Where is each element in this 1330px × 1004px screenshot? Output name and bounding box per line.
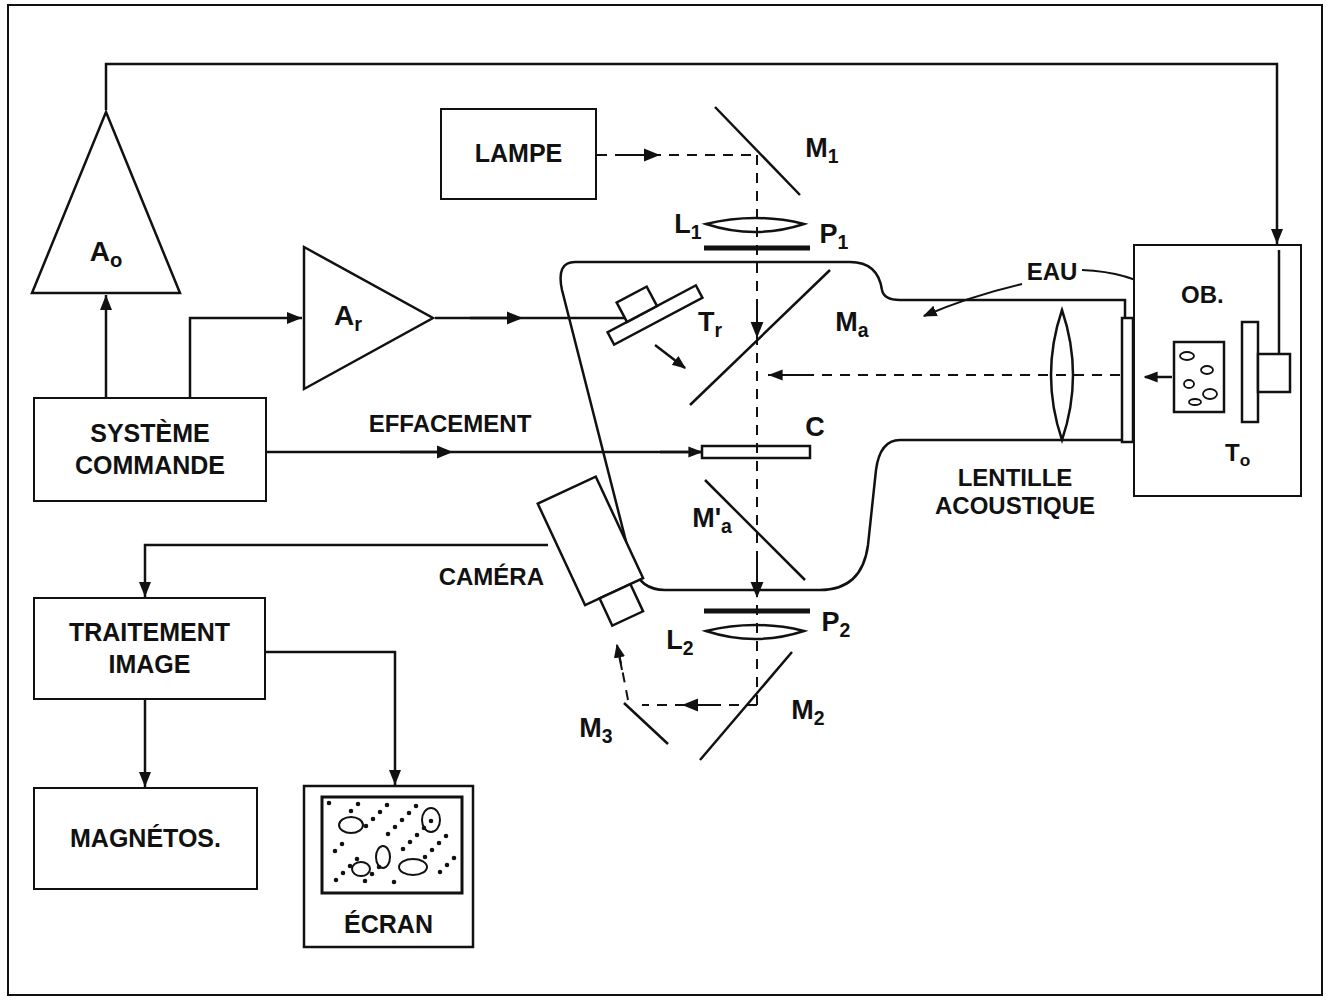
- recorder-box: MAGNÉTOS.: [33, 787, 258, 890]
- part-label: C: [805, 412, 825, 443]
- node-label: TRAITEMENT IMAGE: [35, 617, 264, 680]
- processing-box: TRAITEMENT IMAGE: [33, 597, 266, 700]
- screen-box: ÉCRAN: [303, 785, 474, 948]
- part-label: M1: [805, 133, 838, 167]
- water-tank: [561, 262, 1125, 590]
- node-label: MAGNÉTOS.: [60, 823, 231, 854]
- part-label: Tr: [698, 307, 722, 341]
- node-label: OB.: [1181, 280, 1224, 310]
- part-label: M2: [791, 695, 824, 729]
- mirror: [624, 703, 668, 744]
- caption-label: EFFACEMENT: [369, 410, 532, 438]
- lens: [706, 625, 804, 639]
- part-label: M3: [579, 713, 612, 747]
- arrow: [470, 317, 515, 320]
- amplifier-triangle: Ar: [302, 245, 435, 391]
- arrow: [756, 300, 758, 330]
- lens: [706, 218, 804, 232]
- mirror: [705, 480, 805, 580]
- caption-label: LENTILLE ACOUSTIQUE: [910, 464, 1120, 519]
- node-label: CAMÉRA: [439, 562, 544, 592]
- node-label: Ao: [90, 234, 123, 273]
- wire: [263, 451, 701, 454]
- part-label: P1: [820, 219, 849, 253]
- acoustic-beam: [765, 374, 1120, 376]
- mirror: [690, 270, 830, 405]
- arrow: [770, 374, 810, 376]
- arrow: [756, 560, 758, 590]
- signal-connector: [190, 318, 302, 397]
- signal-connector: [105, 295, 108, 397]
- wire: [435, 317, 625, 320]
- node-label: LAMPE: [465, 138, 573, 169]
- part-label: L2: [666, 625, 693, 659]
- light-beam: [642, 704, 757, 706]
- leader-arrow: [924, 284, 1022, 316]
- lamp-box: LAMPE: [440, 108, 597, 200]
- arrow: [655, 345, 685, 368]
- tank-window: [1122, 318, 1133, 442]
- amplifier-triangle: Ao: [30, 110, 182, 295]
- part-label: Ma: [835, 307, 868, 341]
- part-label: M'a: [692, 503, 732, 537]
- signal-connector: [144, 700, 147, 787]
- transducer: [597, 266, 702, 345]
- shape-outline: [520, 470, 650, 640]
- light-beam: [597, 154, 757, 156]
- caption-label: EAU: [1027, 258, 1078, 286]
- frame: [8, 5, 1322, 995]
- camera: CAMÉRA: [520, 470, 650, 640]
- arrow: [400, 451, 445, 454]
- control-box: SYSTÈME COMMANDE: [33, 397, 267, 502]
- node-label: ÉCRAN: [344, 909, 433, 940]
- signal-connector: [145, 545, 548, 597]
- arrow: [617, 645, 622, 670]
- arrow: [690, 704, 720, 706]
- part-label: L1: [674, 209, 701, 243]
- object-tank: OB. To: [1133, 244, 1302, 497]
- part-label: P2: [822, 607, 851, 641]
- arrow: [620, 154, 652, 156]
- shape-outline: [30, 110, 182, 295]
- node-label: Ar: [334, 298, 362, 337]
- shape-outline: [302, 245, 435, 391]
- node-label: To: [1225, 438, 1250, 472]
- arrow: [660, 451, 701, 454]
- signal-connector: [266, 652, 395, 785]
- node-label: SYSTÈME COMMANDE: [35, 418, 265, 481]
- signal-connector: [106, 64, 1277, 244]
- light-beam: [756, 155, 758, 705]
